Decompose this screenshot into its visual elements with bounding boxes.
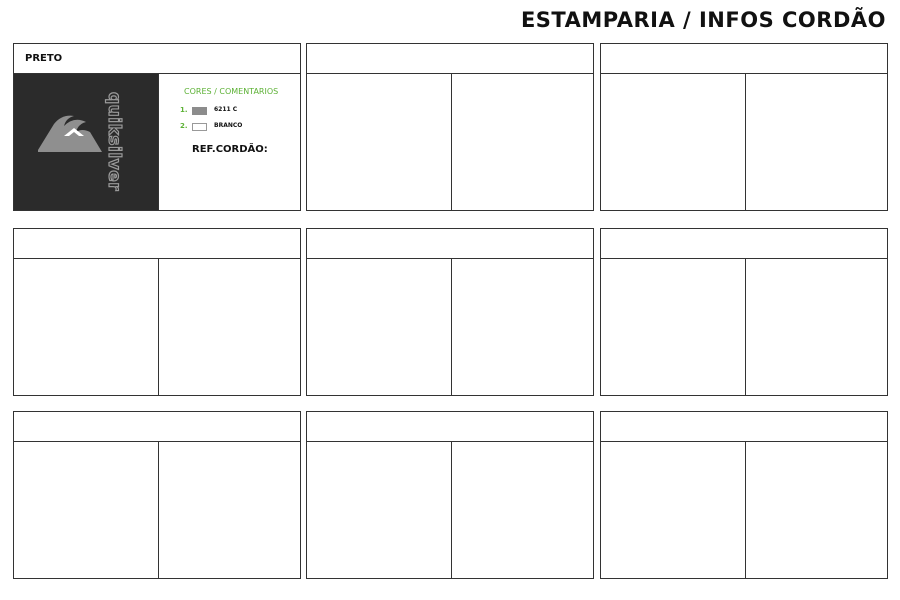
print-card	[13, 228, 301, 396]
colors-title: CORES / COMENTARIOS	[184, 87, 279, 96]
card-divider	[451, 259, 452, 395]
card-divider	[745, 74, 746, 210]
card-divider	[745, 259, 746, 395]
color-swatch	[192, 123, 207, 131]
card-header	[14, 229, 300, 259]
card-divider	[158, 74, 159, 210]
card-divider	[451, 74, 452, 210]
print-card	[306, 411, 594, 579]
card-header	[14, 412, 300, 442]
card-divider	[158, 259, 159, 395]
card-header: PRETO	[14, 44, 300, 74]
color-number: 1.	[180, 106, 188, 114]
color-swatch	[192, 107, 207, 115]
quiksilver-mountain-wave-icon	[38, 115, 102, 152]
colors-info: CORES / COMENTARIOS 1. 6211 C 2. BRANCO …	[159, 74, 300, 210]
card-divider	[158, 442, 159, 578]
card-header	[307, 44, 593, 74]
card-header	[601, 44, 887, 74]
card-header	[601, 229, 887, 259]
brand-wordmark: quiksilver	[103, 91, 124, 192]
card-divider	[745, 442, 746, 578]
print-card	[306, 228, 594, 396]
card-header	[307, 412, 593, 442]
color-name: BRANCO	[214, 122, 243, 129]
print-card	[600, 411, 888, 579]
card-header	[307, 229, 593, 259]
color-name: 6211 C	[214, 106, 238, 113]
card-header	[601, 412, 887, 442]
print-card: PRETO quiksilver CORES / COMENTARIOS 1. …	[13, 43, 301, 211]
print-preview: quiksilver	[14, 74, 159, 210]
print-card	[306, 43, 594, 211]
page-title: ESTAMPARIA / INFOS CORDÃO	[520, 8, 886, 32]
card-color-label: PRETO	[25, 53, 63, 64]
print-card	[13, 411, 301, 579]
ref-cordao-label: REF.CORDÃO:	[192, 144, 268, 155]
print-card	[600, 228, 888, 396]
card-divider	[451, 442, 452, 578]
print-card	[600, 43, 888, 211]
color-number: 2.	[180, 122, 188, 130]
